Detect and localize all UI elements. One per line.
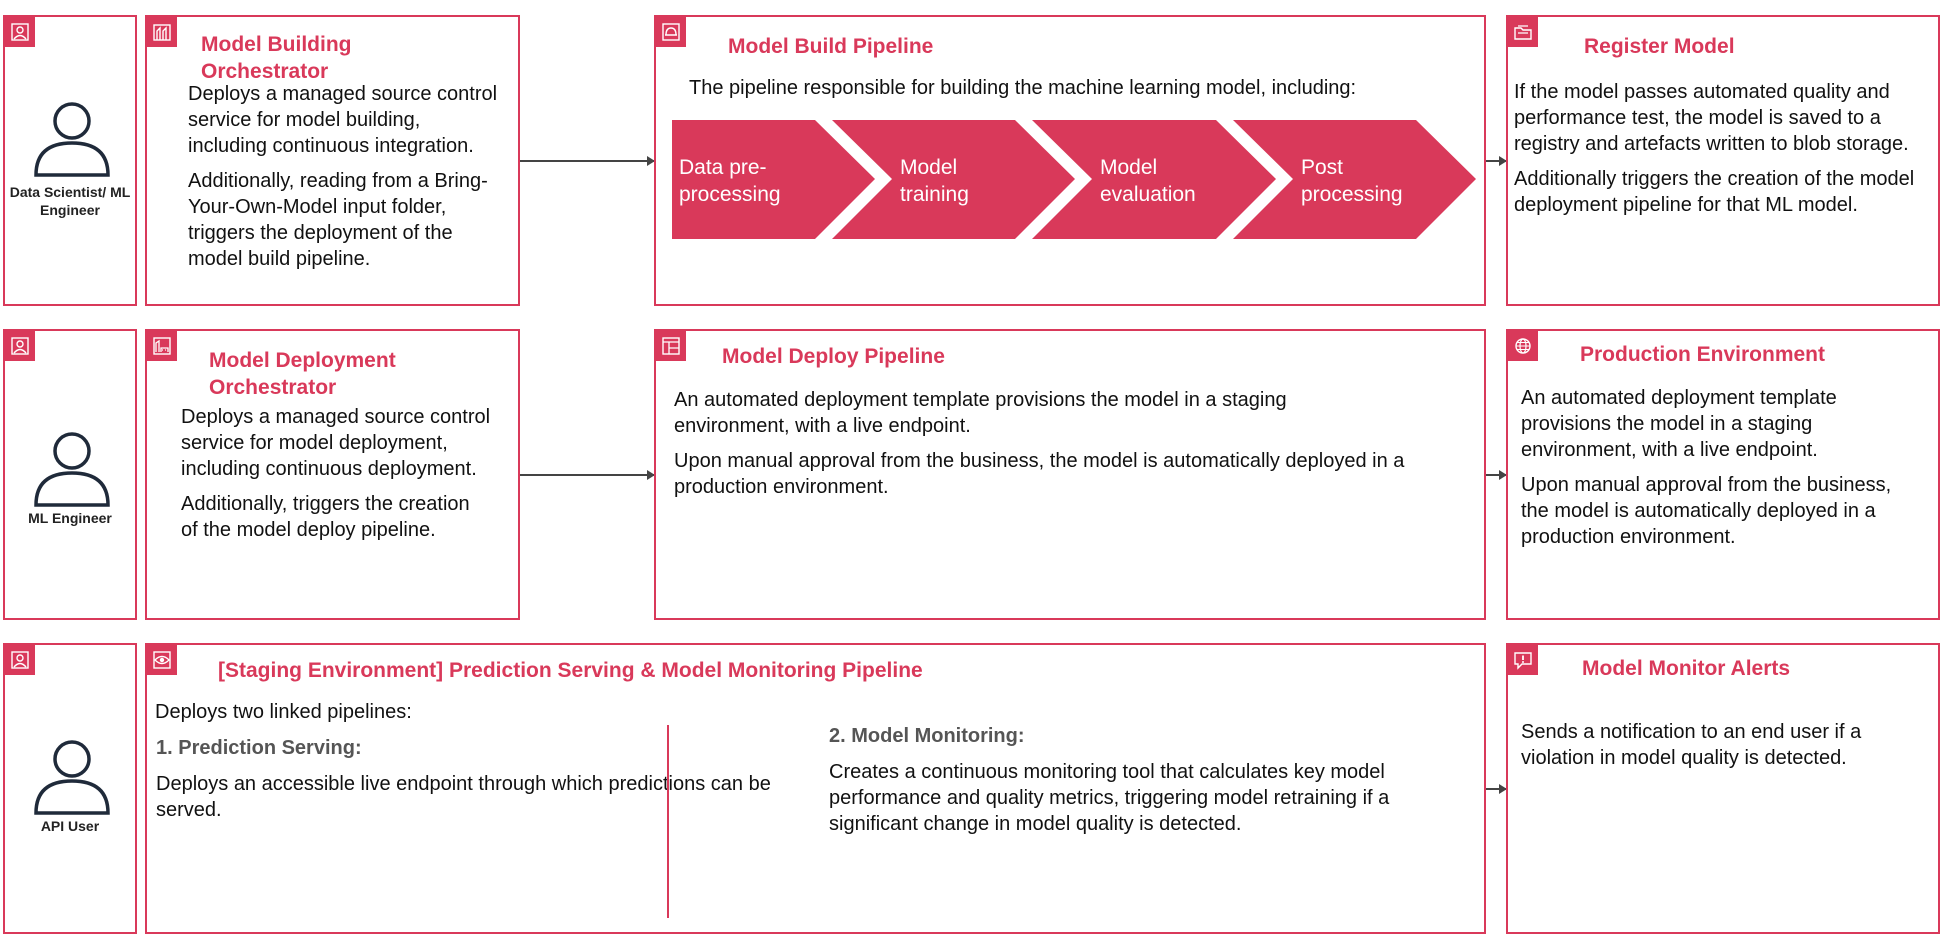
box-title: Model Build Pipeline [728, 35, 934, 58]
serving-heading: 1. Prediction Serving: [156, 737, 362, 759]
box-description: Deploys a managed source control service… [181, 404, 491, 552]
box-intro: Deploys two linked pipelines: [155, 701, 412, 723]
actor-label: Data Scientist/ ML Engineer [9, 184, 131, 218]
step-chevron [1233, 120, 1476, 239]
register-model-box: Register Model If the model passes autom… [1506, 15, 1940, 306]
step-label: Model evaluation [1100, 156, 1196, 206]
box-title: Model Monitor Alerts [1582, 657, 1791, 680]
monitoring-heading: 2. Model Monitoring: [829, 725, 1025, 747]
pipeline-steps: Data pre-processing Model training Model… [670, 118, 1480, 241]
box-title: Model Deployment Orchestrator [209, 349, 396, 399]
actor-label: ML Engineer [28, 510, 112, 526]
actor-box-api-user: API User [3, 643, 137, 934]
production-environment-box: Production Environment An automated depl… [1506, 329, 1940, 620]
step-chevron [1032, 120, 1276, 239]
box-description: An automated deployment template provisi… [674, 387, 1474, 509]
staging-pipeline-box: [Staging Environment] Prediction Serving… [145, 643, 1486, 934]
paragraph: Deploys a managed source control service… [181, 406, 491, 480]
serving-text: Deploys an accessible live endpoint thro… [156, 773, 771, 821]
connector-arrow [1486, 470, 1507, 480]
user-corner-icon [4, 644, 35, 675]
step-label: Model training [900, 156, 969, 206]
building-icon [146, 16, 177, 47]
paragraph: Additionally, reading from a Bring-Your-… [188, 170, 488, 270]
globe-icon [1507, 330, 1538, 361]
model-building-orchestrator-box: Model Building Orchestrator Deploys a ma… [145, 15, 520, 306]
paragraph: Deploys a managed source control service… [188, 83, 498, 157]
box-title: [Staging Environment] Prediction Serving… [218, 659, 923, 682]
user-corner-icon [4, 16, 35, 47]
connector-arrow [1486, 784, 1507, 794]
factory-icon [146, 330, 177, 361]
folder-icon [1507, 16, 1538, 47]
paragraph: An automated deployment template provisi… [674, 389, 1287, 437]
box-description: An automated deployment template provisi… [1521, 385, 1921, 559]
actor-label: API User [40, 818, 100, 834]
connector-arrow [520, 156, 655, 166]
actor-box-data-scientist: Data Scientist/ ML Engineer [3, 15, 137, 306]
model-monitor-alerts-box: Model Monitor Alerts Sends a notificatio… [1506, 643, 1940, 934]
step-label: Data pre-processing [679, 156, 781, 206]
box-description: Deploys a managed source control service… [188, 81, 498, 281]
paragraph: An automated deployment template provisi… [1521, 387, 1837, 461]
connector-arrow [1486, 156, 1507, 166]
user-icon [34, 432, 110, 507]
hard-hat-icon [655, 16, 686, 47]
user-corner-icon [4, 330, 35, 361]
model-deploy-pipeline-box: Model Deploy Pipeline An automated deplo… [654, 329, 1486, 620]
eye-icon [146, 644, 177, 675]
paragraph: Additionally triggers the creation of th… [1514, 168, 1915, 216]
paragraph: Additionally, triggers the creation of t… [181, 493, 470, 541]
paragraph: If the model passes automated quality an… [1514, 81, 1909, 155]
user-icon [34, 102, 110, 177]
layout-icon [655, 330, 686, 361]
paragraph: Upon manual approval from the business, … [674, 450, 1405, 498]
box-title: Production Environment [1580, 343, 1826, 366]
box-title: Model Building Orchestrator [201, 33, 352, 83]
alert-icon [1507, 644, 1538, 675]
box-title: Register Model [1584, 35, 1735, 58]
model-deployment-orchestrator-box: Model Deployment Orchestrator Deploys a … [145, 329, 520, 620]
step-label: Post processing [1301, 156, 1403, 206]
step-chevron [672, 120, 875, 239]
box-description: If the model passes automated quality an… [1514, 79, 1934, 227]
monitoring-text: Creates a continuous monitoring tool tha… [829, 761, 1390, 835]
step-chevron [832, 120, 1075, 239]
connector-arrow [520, 470, 655, 480]
box-description: The pipeline responsible for building th… [689, 77, 1357, 99]
actor-box-ml-engineer: ML Engineer [3, 329, 137, 620]
paragraph: Upon manual approval from the business, … [1521, 474, 1892, 548]
box-description: Sends a notification to an end user if a… [1521, 721, 1862, 769]
user-icon [34, 740, 110, 815]
column-divider [667, 725, 669, 918]
box-title: Model Deploy Pipeline [722, 345, 945, 368]
